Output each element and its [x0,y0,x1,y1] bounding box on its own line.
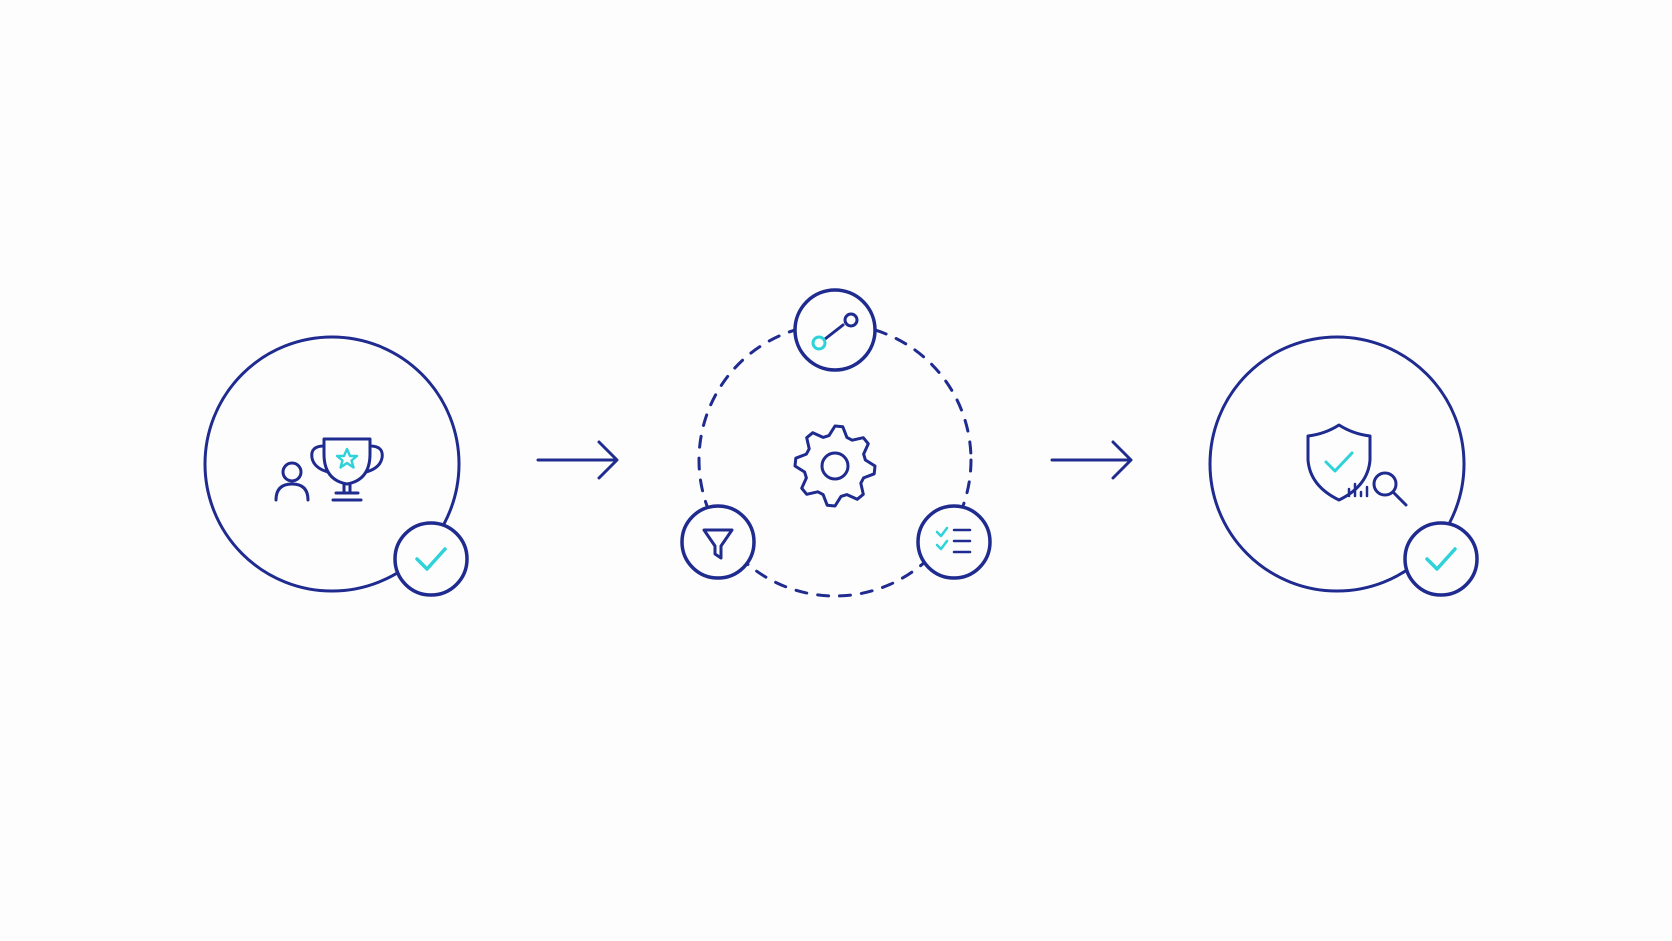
check-icon [1425,547,1457,571]
person-icon [274,461,310,502]
trophy-icon [310,437,384,502]
stage-3 [1208,335,1479,597]
arrow-right-icon [1050,440,1133,480]
checklist-icon [935,526,972,554]
badge-circle [393,521,469,597]
badge-circle [1403,521,1479,597]
stage-2-left-node [680,504,756,580]
node-link-icon [811,312,859,351]
stage-2-top-node [793,288,877,372]
stage-3-check-badge [1403,521,1479,597]
magnifier-icon [1372,471,1408,507]
stage-1 [203,335,469,597]
gear-outline [793,424,877,508]
stage-1-check-badge [393,521,469,597]
gear-hub [820,451,850,481]
gear-icon [793,424,877,508]
arrow-right-icon [536,440,619,480]
bar-chart-icon [1347,482,1369,498]
stage-1-circle [203,335,461,593]
stage-2-right-node [916,504,992,580]
shield-check-icon [1306,423,1372,502]
star-icon [335,447,359,469]
funnel-icon [702,528,734,560]
stage-2 [680,288,992,598]
check-icon [415,547,447,571]
left-node-circle [680,504,756,580]
stage-3-circle [1208,335,1466,593]
